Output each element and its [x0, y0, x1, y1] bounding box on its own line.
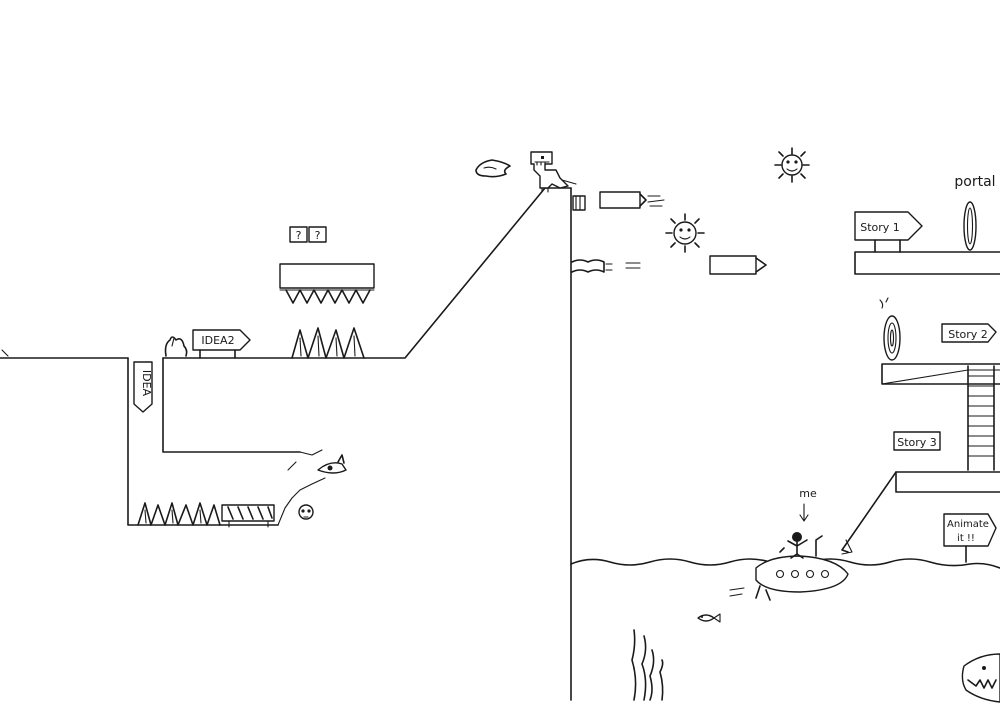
- creature-icon: [317, 454, 347, 474]
- pit-spikes-icon: [137, 502, 221, 526]
- portal-label: portal: [954, 174, 995, 190]
- sign-story3-label: Story 3: [897, 436, 937, 449]
- sign-animate-line2: it !!: [957, 533, 975, 544]
- sign-idea-label: IDEA: [140, 370, 153, 397]
- fireball-icon: [475, 159, 511, 178]
- bullet-2-icon: [709, 255, 767, 275]
- sign-animate[interactable]: Animate it !!: [943, 513, 997, 563]
- sign-story2[interactable]: Story 2: [941, 323, 997, 343]
- cannon-2-icon: [571, 259, 641, 273]
- ground-spikes-icon: [291, 327, 365, 359]
- fish-icon: [697, 613, 721, 623]
- sign-story1-label: Story 1: [860, 221, 900, 234]
- sign-idea2-label: IDEA2: [201, 334, 234, 347]
- question-block-1[interactable]: ?: [296, 229, 302, 242]
- spiked-platform: [279, 263, 375, 304]
- portal-icon[interactable]: [963, 201, 977, 251]
- dinosaur-icon: [530, 151, 577, 193]
- skull-icon: [298, 504, 314, 520]
- ladder-icon[interactable]: [967, 365, 995, 471]
- question-block-2[interactable]: ?: [315, 229, 321, 242]
- bush-icon: [164, 336, 188, 357]
- me-label: me: [799, 487, 817, 500]
- cannon-1-icon: [572, 195, 586, 211]
- spiky-sun-2-icon: [774, 147, 810, 183]
- spiky-sun-icon: [665, 213, 705, 253]
- barricade-icon: [221, 504, 275, 528]
- shark-icon: [961, 653, 1000, 703]
- left-terrain: [0, 187, 572, 526]
- bullet-1-icon: [599, 191, 665, 209]
- sign-idea2: IDEA2: [192, 329, 251, 359]
- portal-2-icon[interactable]: [879, 297, 901, 361]
- ramp-platform: [841, 471, 1000, 555]
- submarine-icon[interactable]: [729, 535, 849, 601]
- seaweed-icon: [631, 629, 664, 701]
- platform-story1: [854, 251, 1000, 275]
- sign-idea: IDEA: [133, 361, 153, 413]
- person-icon[interactable]: [779, 532, 808, 559]
- sign-animate-line1: Animate: [947, 519, 989, 530]
- question-blocks: ? ?: [289, 226, 327, 243]
- sign-story2-label: Story 2: [948, 328, 988, 341]
- sign-story1[interactable]: Story 1: [854, 211, 923, 253]
- platform-story2: [881, 363, 1000, 385]
- sign-story3[interactable]: Story 3: [893, 431, 941, 451]
